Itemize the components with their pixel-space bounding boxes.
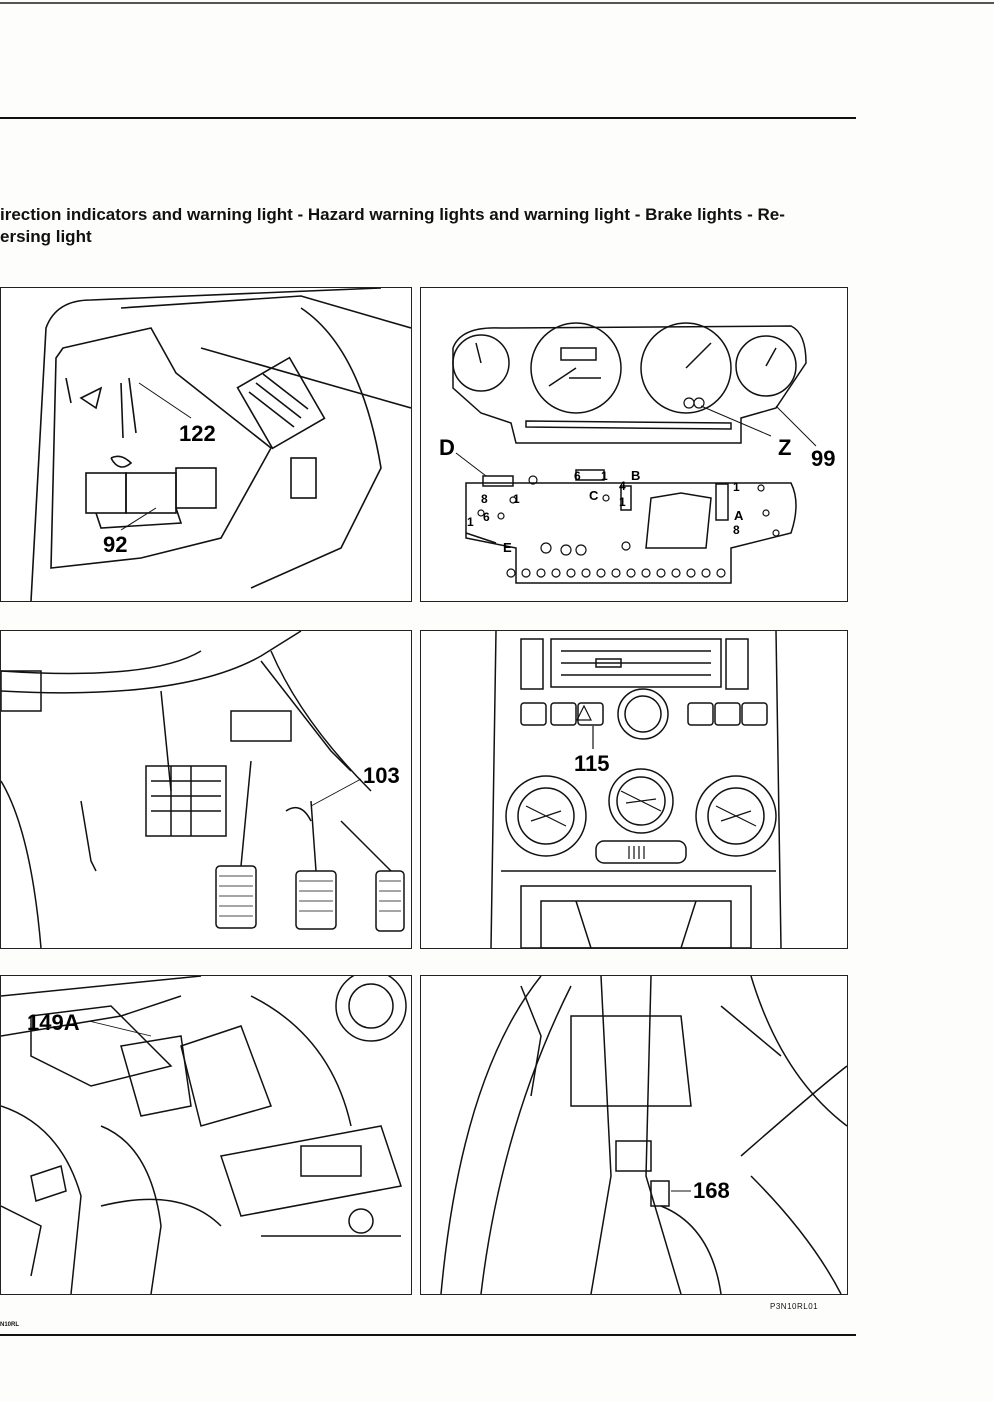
pin-label-1c: 1 — [619, 495, 626, 509]
top-scan-edge — [0, 2, 994, 4]
rear-illustration: 168 — [440, 976, 847, 1294]
section-title-line2: ersing light — [0, 227, 92, 246]
pin-label-8: 8 — [481, 492, 488, 506]
callout-B: B — [631, 468, 640, 483]
instrument-cluster-illustration: D Z 99 B A C E 8 1 6 1 4 1 1 8 1 6 — [439, 322, 835, 584]
figure-panel-engine-bay: 149A — [0, 975, 412, 1295]
pin-label-4: 4 — [619, 479, 626, 493]
callout-99: 99 — [811, 446, 835, 471]
figure-panel-relays: 122 92 — [0, 287, 412, 602]
callout-115: 115 — [574, 751, 610, 776]
callout-122: 122 — [179, 421, 216, 446]
pin-label-6: 6 — [574, 469, 581, 483]
pin-label-1: 1 — [513, 492, 520, 506]
pin-label-1d: 1 — [733, 480, 740, 494]
footer-rule — [0, 1334, 856, 1336]
callout-E: E — [503, 540, 512, 555]
pin-label-6b: 6 — [483, 510, 490, 524]
pin-label-8b: 8 — [733, 523, 740, 537]
callout-92: 92 — [103, 532, 127, 557]
relay-illustration: 122 92 — [30, 288, 411, 601]
callout-103: 103 — [363, 763, 400, 788]
header-rule — [0, 117, 856, 119]
figure-panel-instrument-cluster: D Z 99 B A C E 8 1 6 1 4 1 1 8 1 6 — [420, 287, 848, 602]
figure-reference: P3N10RL01 — [770, 1302, 819, 1311]
callout-Z: Z — [778, 435, 791, 460]
figure-panel-pedals: 103 — [0, 630, 412, 949]
callout-A: A — [734, 508, 744, 523]
callout-168: 168 — [693, 1178, 730, 1203]
pin-label-1b: 1 — [601, 469, 608, 483]
callout-C: C — [589, 488, 599, 503]
section-title: irection indicators and warning light - … — [0, 204, 860, 248]
section-title-line1: irection indicators and warning light - … — [0, 205, 785, 224]
figure-panel-centre-console: 115 — [420, 630, 848, 949]
callout-149A: 149A — [27, 1010, 80, 1035]
figure-panel-rear: 168 — [420, 975, 848, 1295]
centre-console-illustration: 115 — [490, 631, 782, 948]
page-reference: N10RL — [0, 1322, 20, 1328]
pin-label-1e: 1 — [467, 515, 474, 529]
pedal-illustration: 103 — [1, 631, 405, 948]
callout-D: D — [439, 435, 455, 460]
engine-bay-illustration: 149A — [1, 976, 407, 1294]
